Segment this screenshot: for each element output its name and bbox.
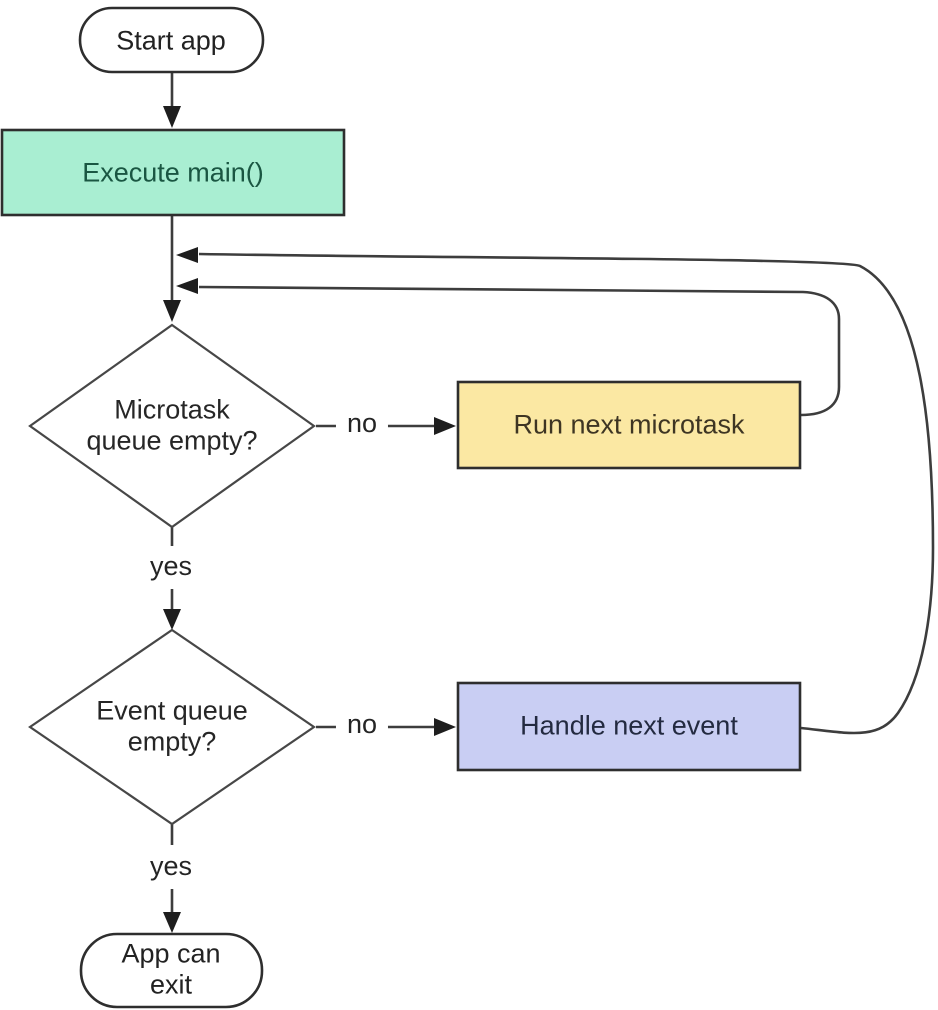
- edge-microtask-yes: [163, 527, 181, 630]
- app-exit-node-shape: [79, 932, 264, 1009]
- start-node-shape: [78, 6, 265, 74]
- arrowhead-right-icon: [434, 417, 456, 435]
- handle-event-node-label: Handle next event: [520, 710, 738, 741]
- edge-label-microtask-no: no: [335, 407, 389, 441]
- app-exit-node-label: App can exit: [121, 938, 221, 1000]
- start-node-label: Start app: [116, 25, 226, 56]
- run-microtask-node-shape: [456, 380, 802, 470]
- edge-event-yes: [163, 824, 181, 933]
- edge-label-microtask-yes: yes: [149, 551, 193, 582]
- execute-main-node-shape: [0, 128, 346, 217]
- edge-handle-event-loopback: [176, 247, 935, 735]
- edge-start-to-main: [163, 72, 181, 128]
- arrowhead-down-icon: [163, 106, 181, 128]
- edge-run-microtask-loopback: [176, 278, 841, 417]
- arrowhead-right-icon: [434, 718, 456, 736]
- arrowhead-down-icon: [163, 609, 181, 630]
- arrowhead-left-icon: [176, 278, 198, 294]
- microtask-check-node-shape: [28, 323, 316, 529]
- edge-label-event-no: no: [335, 708, 389, 742]
- handle-event-node-shape: [456, 681, 802, 772]
- microtask-check-node-label: Microtask queue empty?: [86, 394, 258, 456]
- execute-main-node-label: Execute main(): [82, 157, 264, 188]
- event-check-node-label: Event queue empty?: [96, 695, 248, 757]
- arrowhead-down-icon: [163, 912, 181, 933]
- run-microtask-node-label: Run next microtask: [513, 409, 745, 440]
- arrowhead-down-icon: [163, 300, 181, 322]
- edge-label-event-yes: yes: [149, 851, 193, 882]
- arrowhead-left-icon: [176, 247, 198, 263]
- edge-main-to-microtask-check: [163, 215, 181, 322]
- event-check-node-shape: [28, 628, 316, 826]
